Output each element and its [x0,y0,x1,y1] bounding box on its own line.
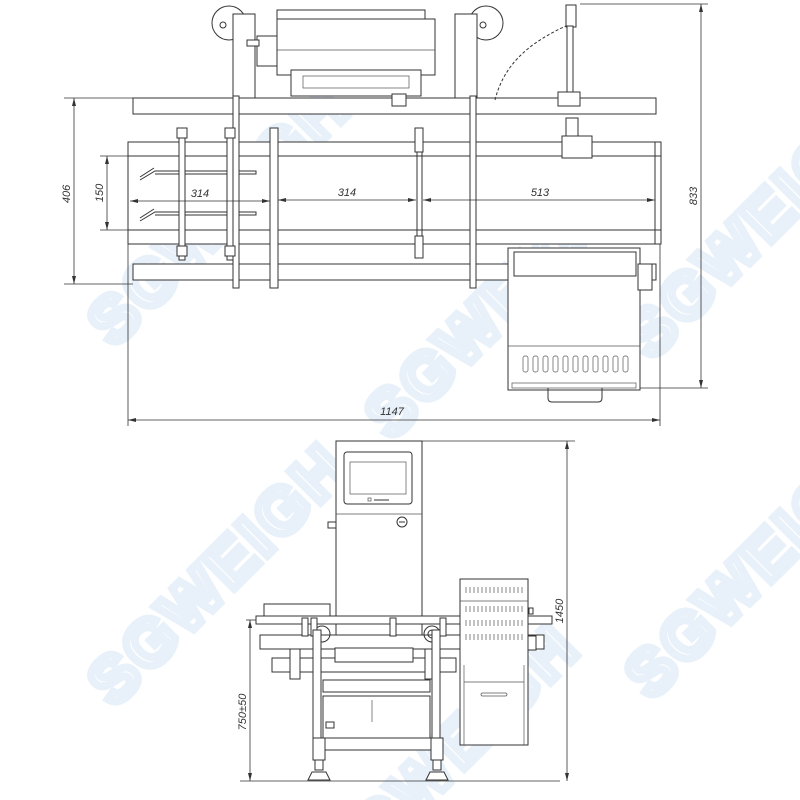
top-dimensions: 406 150 314 314 513 833 [61,3,708,426]
watermark-text: SGWEIGH [611,422,800,711]
dim-overall-length: 1147 [380,406,405,418]
power-switch-icon [396,516,408,528]
reject-cabinet [459,578,537,746]
sensor-arm [494,4,593,159]
conveyor-top-edge [127,141,662,157]
infeed-guide-block [263,603,331,617]
head-unit [211,5,504,107]
dim-infeed-length: 314 [191,188,209,200]
dim-conveyor-height: 750±50 [237,693,249,731]
dim-overall-width: 833 [688,186,700,205]
hmi-screen [349,461,407,495]
dim-overall-height: 1450 [554,598,566,623]
infeed-guides [139,95,477,289]
dim-outfeed-length: 513 [531,187,550,199]
hmi-screen-bezel [343,451,413,505]
vent-slots [465,587,523,640]
front-view: 1450 750±50 [237,440,575,782]
dim-belt-width: 150 [94,183,106,202]
dim-weigh-length: 314 [338,187,356,199]
conveyor-bed [127,155,662,231]
conveyor-bottom-edge [127,229,662,245]
dim-conveyor-frame-width: 406 [61,184,73,203]
top-view: 406 150 314 314 513 833 [61,3,708,426]
control-box [507,247,653,403]
front-dimensions: 1450 750±50 [237,440,575,781]
